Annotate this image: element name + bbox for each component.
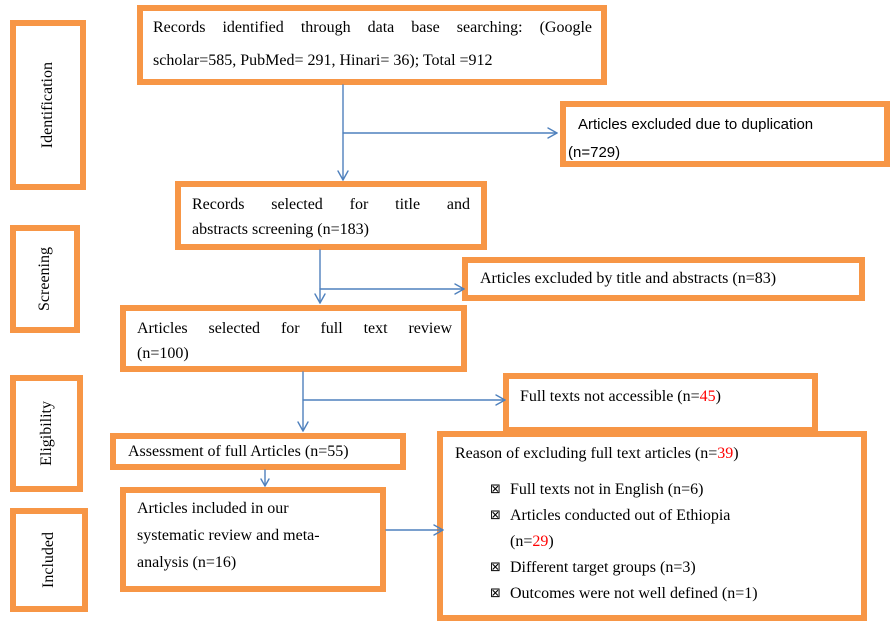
arrow-identified-to-screening: [337, 84, 349, 181]
duplicates-excluded-line2: (n=729): [568, 144, 621, 161]
exclusion-reason-item: ⊠ Different target groups (n=3): [455, 555, 861, 581]
stage-included: Included: [10, 508, 88, 612]
duplicates-excluded-box: Articles excluded due to duplication (n=…: [560, 101, 890, 167]
stage-identification-label: Identification: [39, 61, 56, 149]
included-line1: Articles included in our: [137, 500, 289, 517]
arrow-assessment-to-included: [260, 469, 270, 487]
excluded-by-title-box: Articles excluded by title and abstracts…: [462, 257, 865, 301]
records-identified-line1: Records identified through data base sea…: [153, 19, 592, 36]
arrow-to-exclusion-reasons: [385, 524, 444, 536]
not-accessible-count: 45: [699, 388, 716, 405]
records-screened-line2: abstracts screening (n=183): [192, 221, 369, 238]
checkbox-bullet-icon: ⊠: [490, 586, 501, 601]
stage-included-label: Included: [40, 532, 57, 588]
arrow-screening-to-fulltext: [314, 249, 326, 304]
exclusion-reason-count-prefix: (n=: [510, 533, 533, 550]
arrow-to-excluded-title: [319, 283, 465, 295]
exclusion-reason-text-wrap: Articles conducted out of Ethiopia (n=29…: [510, 503, 730, 555]
arrow-to-not-accessible: [302, 394, 506, 406]
exclusion-reason-text: Articles conducted out of Ethiopia: [510, 507, 731, 524]
exclusion-reasons-title: Reason of excluding full text articles (…: [455, 441, 861, 467]
assessment-text: Assessment of full Articles (n=55): [128, 443, 349, 460]
checkbox-bullet-icon: ⊠: [490, 482, 501, 497]
exclusion-reason-count: 29: [532, 533, 549, 550]
stage-screening-label: Screening: [36, 247, 53, 311]
arrow-to-duplicates: [342, 127, 558, 139]
checkbox-bullet-icon: ⊠: [490, 560, 501, 575]
not-accessible-text: Full texts not accessible (n=45): [520, 385, 812, 409]
exclusion-reason-text: Different target groups (n=3): [510, 559, 696, 576]
checkbox-bullet-icon: ⊠: [490, 508, 501, 523]
exclusion-reason-count-line: (n=29): [510, 529, 730, 555]
exclusion-reason-item: ⊠ Outcomes were not well defined (n=1): [455, 581, 861, 607]
included-line2: systematic review and meta-: [137, 527, 320, 544]
not-accessible-box: Full texts not accessible (n=45): [503, 373, 818, 433]
duplicates-excluded-line1: Articles excluded due to duplication: [578, 116, 814, 133]
excluded-by-title-text: Articles excluded by title and abstracts…: [480, 270, 777, 287]
stage-eligibility-label: Eligibility: [37, 401, 55, 466]
included-line3: analysis (n=16): [137, 554, 237, 571]
exclusion-reasons-title-suffix: ): [733, 445, 739, 462]
stage-eligibility: Eligibility: [10, 375, 83, 492]
records-screened-box: Records selected for title and abstracts…: [175, 181, 487, 250]
not-accessible-prefix: Full texts not accessible (n=: [520, 388, 700, 405]
assessment-box: Assessment of full Articles (n=55): [110, 433, 406, 470]
exclusion-reasons-title-prefix: Reason of excluding full text articles (…: [455, 445, 718, 462]
exclusion-reasons-box: Reason of excluding full text articles (…: [437, 431, 867, 621]
exclusion-reason-item: ⊠ Full texts not in English (n=6): [455, 477, 861, 503]
stage-identification: Identification: [10, 20, 86, 190]
exclusion-reason-text: Outcomes were not well defined (n=1): [510, 585, 758, 602]
records-identified-line2: scholar=585, PubMed= 291, Hinari= 36); T…: [153, 52, 493, 69]
not-accessible-suffix: ): [715, 388, 721, 405]
fulltext-selected-line1: Articles selected for full text review: [137, 320, 452, 337]
arrow-fulltext-to-assessment: [297, 371, 309, 432]
records-identified-box: Records identified through data base sea…: [137, 5, 607, 85]
fulltext-selected-line2: (n=100): [137, 345, 189, 362]
fulltext-selected-box: Articles selected for full text review (…: [120, 305, 467, 372]
exclusion-reason-item: ⊠ Articles conducted out of Ethiopia (n=…: [455, 503, 861, 555]
exclusion-reason-text: Full texts not in English (n=6): [510, 481, 704, 498]
exclusion-reasons-count: 39: [717, 445, 734, 462]
included-studies-box: Articles included in our systematic revi…: [120, 487, 386, 592]
exclusion-reason-count-suffix: ): [548, 533, 554, 550]
stage-screening: Screening: [10, 225, 80, 333]
records-screened-line1: Records selected for title and: [192, 196, 470, 213]
